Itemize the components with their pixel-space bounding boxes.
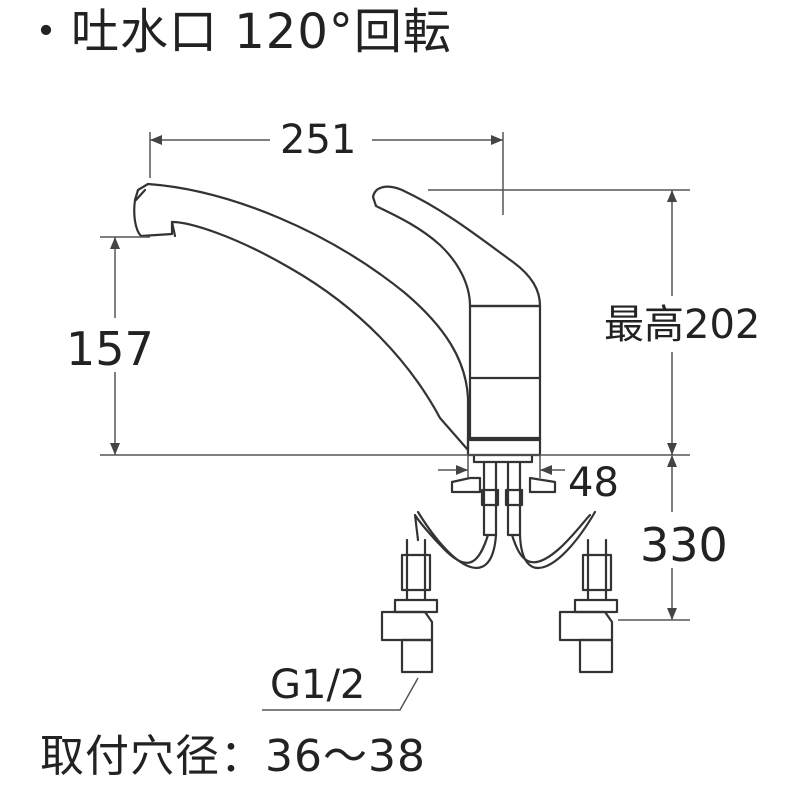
dimension-hose-length: 330: [640, 518, 728, 572]
arrow-157-top: [110, 237, 120, 249]
arrow-202-bottom: [667, 443, 677, 455]
spout-outline: [133, 182, 470, 452]
faucet-body: [468, 304, 542, 442]
arrow-48-left: [456, 465, 468, 475]
tube-left: [482, 460, 498, 537]
thread-leader: [262, 677, 419, 711]
valve-left-body: [380, 610, 434, 642]
dimension-base-width: 48: [568, 460, 619, 506]
tube-joint-left: [480, 488, 500, 507]
arrow-251-left: [150, 135, 162, 145]
valve-right-nut: [581, 553, 613, 592]
hose-right-outer: [518, 510, 597, 569]
arrow-251-right: [491, 135, 503, 145]
dimension-spout-length: 251: [280, 117, 357, 163]
tube-right: [506, 460, 522, 537]
valve-left-lower: [400, 638, 434, 674]
hose-right: [510, 513, 592, 564]
arrow-330-bottom: [667, 608, 677, 620]
arrow-202-top: [667, 190, 677, 202]
valve-left-nut: [400, 553, 432, 592]
dimension-max-height: 最高202: [604, 302, 761, 348]
tube-joint-right: [504, 488, 524, 507]
mounting-hole-note: 取付穴径：36〜38: [40, 731, 426, 782]
spout-tip: [134, 188, 177, 238]
arrow-157-bottom: [110, 443, 120, 455]
dimension-thread: G1/2: [270, 662, 366, 708]
mount-bracket: [450, 476, 557, 494]
valve-right-cap: [573, 598, 619, 614]
handle-lever: [371, 185, 542, 308]
dimension-spout-height: 157: [66, 322, 154, 376]
diagram-title: ・吐水口 120°回転: [22, 4, 452, 60]
arrow-48-right: [540, 465, 552, 475]
valve-right-lower: [578, 638, 614, 674]
valve-left-cap: [393, 598, 439, 614]
hose-left-outer: [416, 510, 498, 569]
arrow-330-top: [667, 455, 677, 467]
valve-right-body: [558, 610, 614, 642]
